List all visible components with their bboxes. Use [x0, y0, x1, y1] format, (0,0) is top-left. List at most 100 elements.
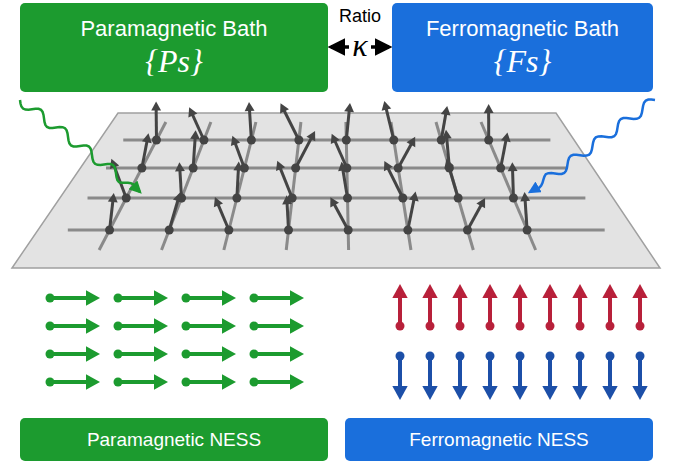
spin-shaft [50, 352, 89, 356]
spin-dot [46, 294, 55, 303]
arrow-head [602, 284, 617, 298]
arrow-head [190, 130, 200, 139]
ness-spins [46, 284, 648, 400]
arrow-head [409, 192, 419, 202]
spin-dot [496, 164, 505, 173]
arrow-head [632, 284, 647, 298]
arrow-head [338, 162, 348, 172]
spin-shaft [284, 110, 299, 140]
spin-dot [426, 352, 435, 361]
box-title: Paramagnetic NESS [87, 428, 261, 452]
spin-shaft [518, 356, 522, 389]
ness-box: Paramagnetic NESS [20, 418, 328, 461]
arrow-head [154, 346, 168, 361]
lattice-spins [105, 101, 532, 235]
spin-dot [509, 194, 518, 203]
spin-dot [247, 136, 256, 145]
spin-dot [403, 226, 412, 235]
spin-dot [199, 136, 208, 145]
spin-dot [636, 352, 645, 361]
spin-dot [114, 350, 123, 359]
spin-dot [284, 226, 293, 235]
spin-dot [396, 322, 405, 331]
spin-shaft [186, 352, 225, 356]
lattice-grid [68, 122, 605, 250]
spin-shaft [346, 110, 349, 140]
arrow-head [602, 386, 617, 400]
spin-dot [122, 194, 131, 203]
arrow-head [542, 386, 557, 400]
arrow-head [282, 195, 292, 204]
spin-shaft [608, 356, 612, 389]
spin-dot [394, 164, 403, 173]
arrow-head [245, 102, 255, 111]
spin-dot [232, 194, 241, 203]
spin-shaft [458, 295, 462, 326]
spin-dot [343, 194, 352, 203]
arrow-head [276, 161, 285, 171]
bath-symbol: {Ps} [145, 42, 203, 80]
spin-shaft [518, 295, 522, 326]
spin-shaft [335, 140, 347, 168]
spin-dot [250, 322, 259, 331]
spin-dot [114, 322, 123, 331]
spin-dot [250, 378, 259, 387]
spin-dot [486, 352, 495, 361]
spin-dot [426, 322, 435, 331]
spin-dot [523, 226, 532, 235]
spin-dot [137, 164, 146, 173]
arrow-head [542, 284, 557, 298]
arrow-head [86, 318, 100, 333]
spin-shaft [110, 200, 113, 230]
spin-dot [516, 352, 525, 361]
spin-shaft [296, 137, 312, 168]
spin-shaft [186, 324, 225, 328]
arrow-head [452, 386, 467, 400]
spin-dot [342, 136, 351, 145]
spin-shaft [386, 108, 394, 140]
arrow-head [512, 284, 527, 298]
spin-shaft [118, 380, 157, 384]
arrow-head [330, 197, 339, 207]
spin-shaft [50, 296, 89, 300]
spin-shaft [118, 352, 157, 356]
arrow-head [231, 136, 240, 146]
arrow-head [422, 386, 437, 400]
arrow-head [306, 131, 315, 141]
spin-dot [484, 136, 493, 145]
spin-dot [46, 322, 55, 331]
arrow-head [384, 161, 393, 171]
spin-shaft [388, 167, 403, 198]
spin-dot [291, 164, 300, 173]
arrow-head [154, 374, 168, 389]
arrow-head [476, 198, 485, 208]
spin-shaft [488, 356, 492, 389]
arrow-head [572, 386, 587, 400]
spin-dot [105, 226, 114, 235]
grid-line [481, 122, 536, 250]
arrow-head [482, 284, 497, 298]
grid-line [436, 122, 473, 250]
arrow-head [344, 103, 354, 112]
spin-shaft [638, 356, 642, 389]
spin-dot [456, 352, 465, 361]
spin-shaft [428, 356, 432, 389]
spin-dot [486, 322, 495, 331]
arrow-head [407, 137, 416, 147]
arrow-head [484, 104, 494, 113]
spin-dot [546, 322, 555, 331]
spin-dot [606, 352, 615, 361]
spin-dot [576, 352, 585, 361]
spin-dot [114, 294, 123, 303]
spin-shaft [118, 296, 157, 300]
arrow-head [520, 192, 530, 201]
arrow-head [86, 290, 100, 305]
arrow-head [233, 161, 243, 170]
arrow-head [501, 132, 511, 142]
spin-shaft [458, 356, 462, 389]
spin-dot [344, 226, 353, 235]
arrow-head [422, 284, 437, 298]
spin-dot [114, 378, 123, 387]
green-wave [20, 100, 140, 192]
grid-line [224, 122, 256, 250]
